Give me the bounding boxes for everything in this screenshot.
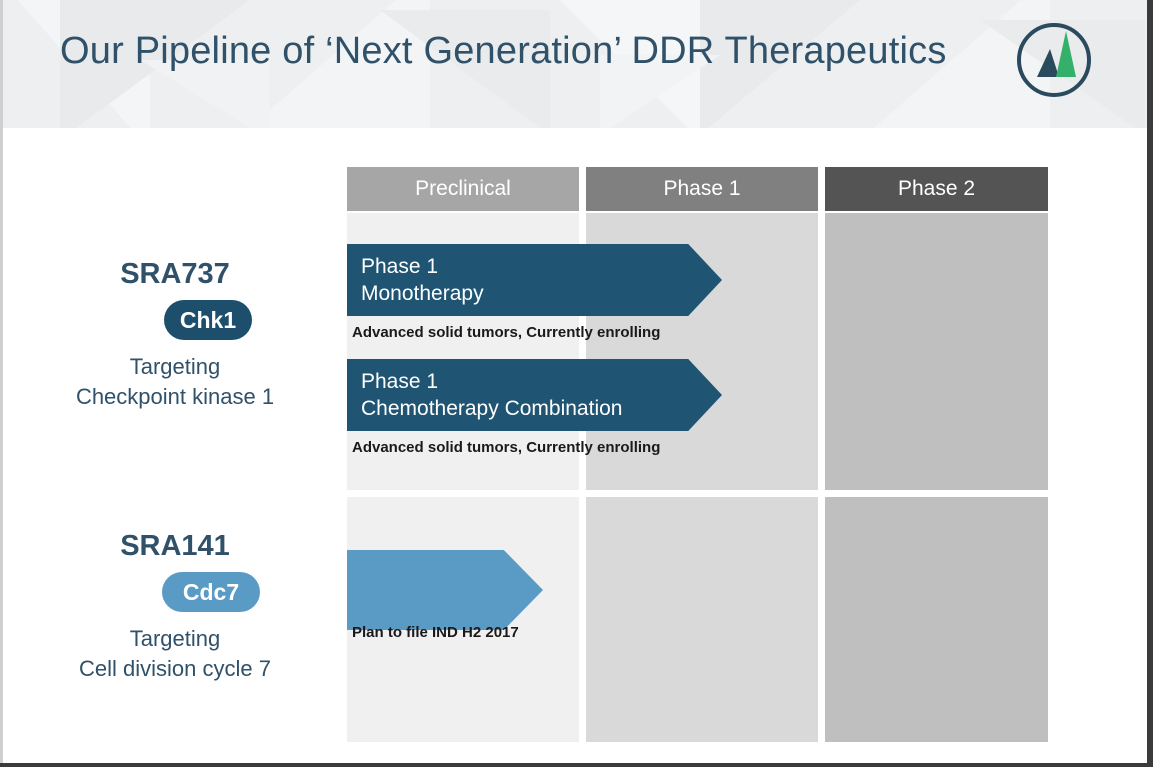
column-header-preclinical: Preclinical bbox=[347, 167, 579, 211]
column-header-phase-2: Phase 2 bbox=[825, 167, 1048, 211]
pipeline-bar-caption-chemo-combination: Advanced solid tumors, Currently enrolli… bbox=[352, 439, 661, 456]
program-code-sra737: SRA737 bbox=[120, 258, 230, 290]
program-description-sra141: Targeting Cell division cycle 7 bbox=[10, 624, 340, 684]
company-logo-icon bbox=[1013, 19, 1095, 101]
pipeline-bar-caption-monotherapy: Advanced solid tumors, Currently enrolli… bbox=[352, 324, 661, 341]
program-description-line-2: Cell division cycle 7 bbox=[79, 656, 271, 681]
slide-frame-right bbox=[1147, 0, 1153, 767]
pipeline-bar-sra737-monotherapy: Phase 1 Monotherapy bbox=[347, 244, 722, 316]
program-target-badge-cdc7: Cdc7 bbox=[162, 572, 260, 612]
header-polygon-decoration bbox=[140, 60, 270, 128]
program-description-line-1: Targeting bbox=[129, 354, 221, 379]
program-description-sra737: Targeting Checkpoint kinase 1 bbox=[10, 352, 340, 412]
column-header-phase-1: Phase 1 bbox=[586, 167, 818, 211]
pipeline-bar-line-2: Monotherapy bbox=[361, 282, 484, 305]
pipeline-bar-line-2: Chemotherapy Combination bbox=[361, 397, 623, 420]
program-description-line-1: Targeting bbox=[129, 626, 221, 651]
pipeline-bar-line-1: Phase 1 bbox=[361, 255, 439, 278]
program-description-line-2: Checkpoint kinase 1 bbox=[75, 384, 275, 409]
header-polygon-decoration bbox=[600, 55, 720, 128]
page-title: Our Pipeline of ‘Next Generation’ DDR Th… bbox=[60, 30, 947, 72]
pipeline-bar-sra737-chemo-combination: Phase 1 Chemotherapy Combination bbox=[347, 359, 722, 431]
column-body-phase-2-row-1 bbox=[825, 213, 1048, 490]
column-body-phase-1-row-2 bbox=[586, 497, 818, 742]
header-polygon-decoration bbox=[700, 0, 860, 128]
program-code-sra141: SRA141 bbox=[120, 530, 230, 562]
pipeline-bar-caption-ind: Plan to file IND H2 2017 bbox=[352, 624, 519, 641]
column-body-phase-2-row-2 bbox=[825, 497, 1048, 742]
slide-header: Our Pipeline of ‘Next Generation’ DDR Th… bbox=[0, 0, 1147, 128]
pipeline-bar-line-1: Phase 1 bbox=[361, 370, 439, 393]
slide-frame-bottom bbox=[0, 763, 1153, 767]
pipeline-bar-sra141-ind bbox=[347, 550, 543, 630]
slide-frame-left bbox=[0, 0, 3, 767]
program-target-badge-chk1: Chk1 bbox=[164, 300, 252, 340]
